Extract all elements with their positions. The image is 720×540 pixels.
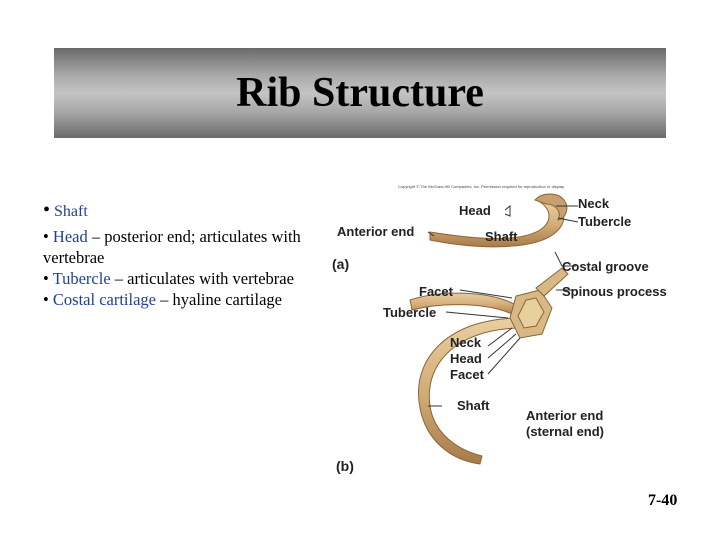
slide-title: Rib Structure — [236, 70, 484, 116]
text-costal-cartilage: – hyaline cartilage — [156, 290, 282, 309]
label-b-spinous-process: Spinous process — [562, 284, 667, 299]
bullet-list: • Shaft • Head – posterior end; articula… — [43, 200, 313, 310]
bullet-shaft: • Shaft — [43, 199, 88, 221]
page-number: 7-40 — [648, 492, 678, 509]
rib-figure: Copyright © The McGraw-Hill Companies, I… — [330, 178, 700, 478]
leader-lines-b — [428, 289, 576, 407]
label-b-neck: Neck — [450, 335, 482, 350]
text-head: – posterior end; articulates with verteb… — [43, 227, 301, 267]
term-shaft: Shaft — [54, 203, 88, 220]
figure-part-b-label: (b) — [336, 458, 354, 474]
label-b-tubercle: Tubercle — [383, 305, 437, 320]
term-costal-cartilage: Costal cartilage — [52, 290, 156, 309]
bullet-costal-cartilage: • Costal cartilage – hyaline cartilage — [43, 290, 282, 309]
label-b-sternal-end: (sternal end) — [526, 424, 605, 439]
text-tubercle: – articulates with vertebrae — [110, 269, 294, 288]
label-a-tubercle: Tubercle — [578, 214, 632, 229]
term-head: Head — [52, 227, 88, 246]
rib-b-shaft — [418, 317, 521, 465]
label-b-anterior-end: Anterior end — [526, 408, 604, 423]
label-a-neck: Neck — [578, 196, 610, 211]
label-a-shaft: Shaft — [485, 229, 518, 244]
leader-lines-a — [427, 204, 579, 267]
term-tubercle: Tubercle — [52, 269, 111, 288]
label-b-facet: Facet — [450, 367, 484, 382]
label-a-anterior-end: Anterior end — [337, 224, 415, 239]
label-a-costal-groove: Costal groove — [562, 259, 649, 274]
rib-a-head — [534, 193, 568, 221]
label-a-head: Head — [459, 203, 491, 218]
bullet-head: • Head – posterior end; articulates with… — [43, 227, 301, 267]
bullet-tubercle: • Tubercle – articulates with vertebrae — [43, 269, 294, 288]
copyright-notice: Copyright © The McGraw-Hill Companies, I… — [398, 184, 565, 189]
label-b-facet-top: Facet — [419, 284, 453, 299]
label-b-head: Head — [450, 351, 482, 366]
title-bar: Rib Structure — [54, 48, 666, 138]
vertebra — [509, 267, 569, 339]
figure-part-a-label: (a) — [332, 256, 350, 272]
rib-illustration — [409, 193, 579, 465]
label-b-shaft: Shaft — [457, 398, 490, 413]
